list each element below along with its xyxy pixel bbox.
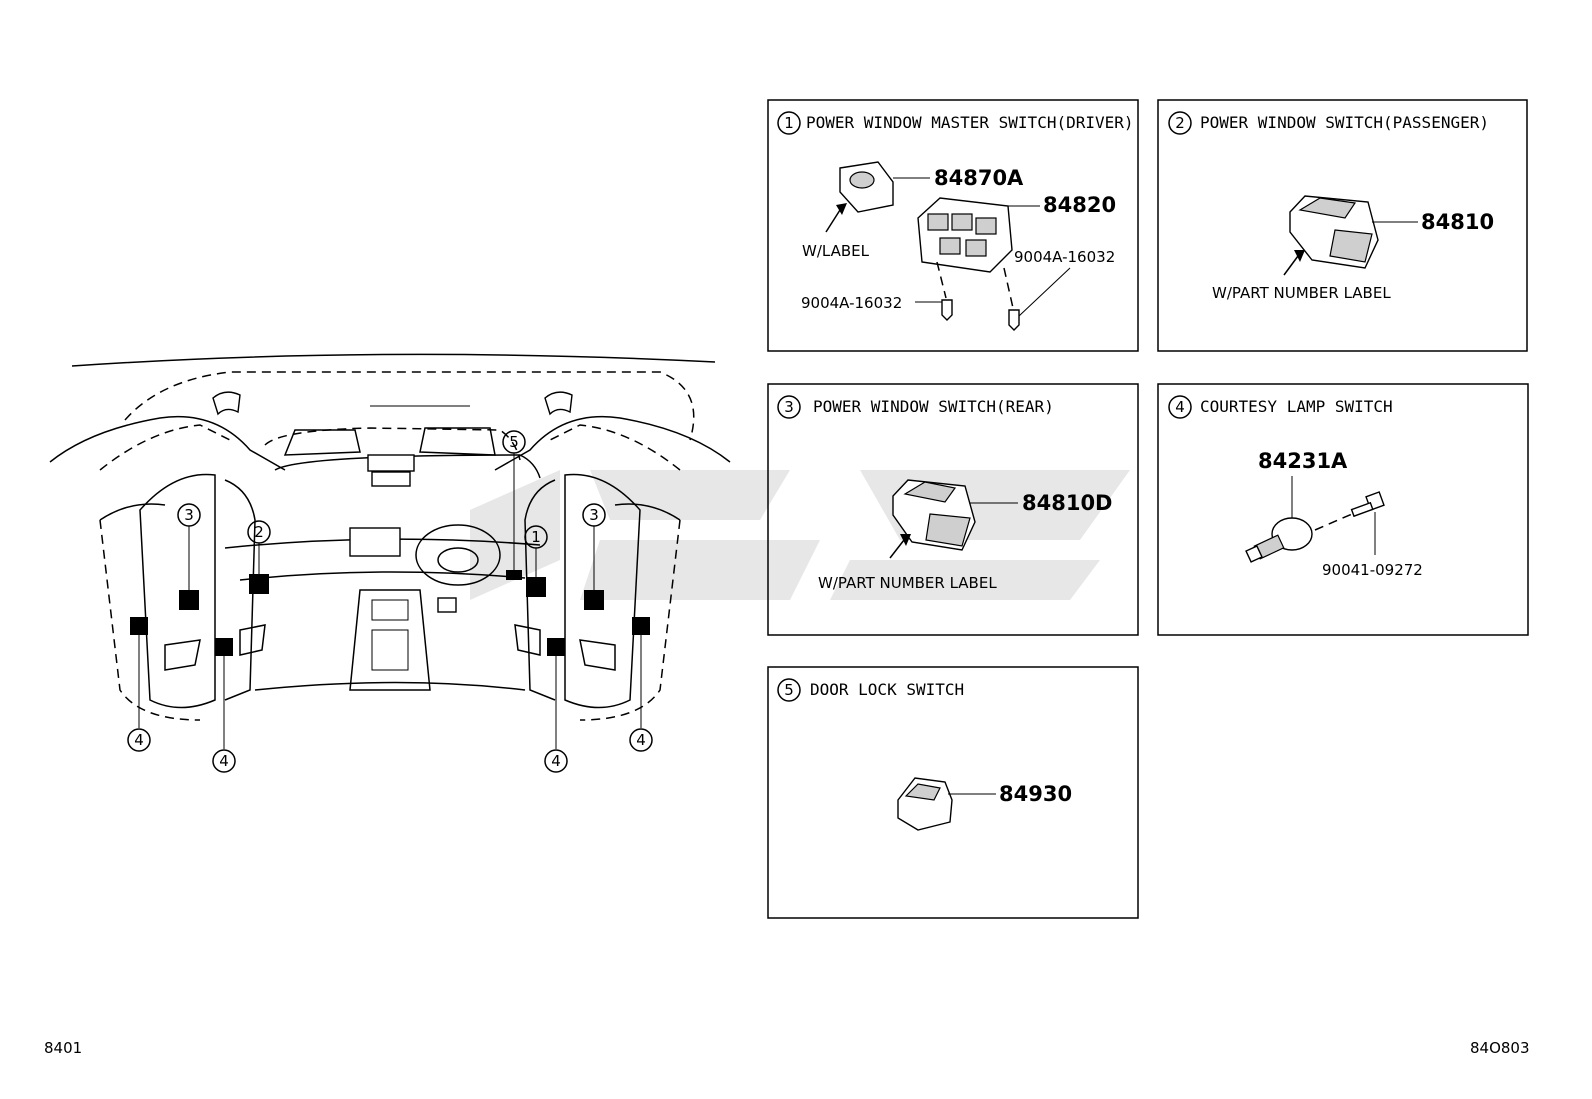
panel-passenger-switch: 2 POWER WINDOW SWITCH(PASSENGER) 84810 W… xyxy=(1157,99,1528,352)
part-number: 9004A-16032 xyxy=(801,294,902,312)
callout-circle xyxy=(127,728,151,752)
callout-label: 5 xyxy=(509,433,519,451)
footer-left-code: 8401 xyxy=(44,1039,82,1057)
callout-label: 3 xyxy=(589,506,599,524)
screw-icon xyxy=(941,299,953,321)
panel-title: POWER WINDOW SWITCH(PASSENGER) xyxy=(1200,113,1489,132)
panel-title: COURTESY LAMP SWITCH xyxy=(1200,397,1393,416)
screw-icon xyxy=(1008,309,1020,331)
marker-master-switch xyxy=(526,577,546,597)
part-number: 84930 xyxy=(999,782,1072,806)
courtesy-lamp-switch xyxy=(1245,517,1313,563)
marker-passenger-switch xyxy=(249,574,269,594)
panel-number: 5 xyxy=(784,681,794,699)
panel-number: 2 xyxy=(1175,114,1185,132)
callout-label: 4 xyxy=(134,731,144,749)
part-number: 84810 xyxy=(1421,210,1494,234)
panel-number: 3 xyxy=(784,398,794,416)
part-number: 84820 xyxy=(1043,193,1116,217)
callout-label: 4 xyxy=(636,731,646,749)
part-number: 84231A xyxy=(1258,449,1348,473)
watermark-logo xyxy=(470,470,1130,600)
callout-label: 4 xyxy=(551,752,561,770)
panel-number: 4 xyxy=(1175,398,1185,416)
panel-title: DOOR LOCK SWITCH xyxy=(810,680,964,699)
marker-courtesy-lamp-1 xyxy=(130,617,148,635)
panel-master-switch: 1 POWER WINDOW MASTER SWITCH(DRIVER) 848… xyxy=(767,99,1139,352)
panel-title: POWER WINDOW SWITCH(REAR) xyxy=(813,397,1054,416)
callout-label: 1 xyxy=(531,528,541,546)
marker-rear-switch-right xyxy=(584,590,604,610)
part-number: 84810D xyxy=(1022,491,1113,515)
panel-door-lock-switch: 5 DOOR LOCK SWITCH 84930 xyxy=(767,666,1139,919)
panel-rear-switch: 3 POWER WINDOW SWITCH(REAR) 84810D W/PAR… xyxy=(767,383,1139,636)
callout-label: 2 xyxy=(254,523,264,541)
switch-84820 xyxy=(917,197,1013,273)
footer-right-code: 84O803 xyxy=(1470,1039,1530,1057)
marker-courtesy-lamp-4 xyxy=(632,617,650,635)
callout-circle xyxy=(212,749,236,773)
note-label: W/PART NUMBER LABEL xyxy=(818,574,997,592)
callout-circle xyxy=(629,728,653,752)
callout-circle xyxy=(544,749,568,773)
note-label: W/PART NUMBER LABEL xyxy=(1212,284,1391,302)
panel-title: POWER WINDOW MASTER SWITCH(DRIVER) xyxy=(806,113,1134,132)
vehicle-interior-overview xyxy=(49,353,731,721)
marker-rear-switch-left xyxy=(179,590,199,610)
panel-courtesy-lamp-switch: 4 COURTESY LAMP SWITCH 84231A 90041-0927… xyxy=(1157,383,1529,636)
marker-door-lock-switch xyxy=(506,570,522,580)
marker-courtesy-lamp-3 xyxy=(547,638,565,656)
part-number: 9004A-16032 xyxy=(1014,248,1115,266)
part-number: 90041-09272 xyxy=(1322,561,1423,579)
location-markers: 3 2 5 1 3 4 4 4 xyxy=(127,430,653,773)
bolt-icon xyxy=(1350,491,1385,518)
part-number: 84870A xyxy=(934,166,1024,190)
callout-label: 3 xyxy=(184,506,194,524)
callout-label: 4 xyxy=(219,752,229,770)
panel-number: 1 xyxy=(784,114,794,132)
note-label: W/LABEL xyxy=(802,242,870,260)
marker-courtesy-lamp-2 xyxy=(215,638,233,656)
